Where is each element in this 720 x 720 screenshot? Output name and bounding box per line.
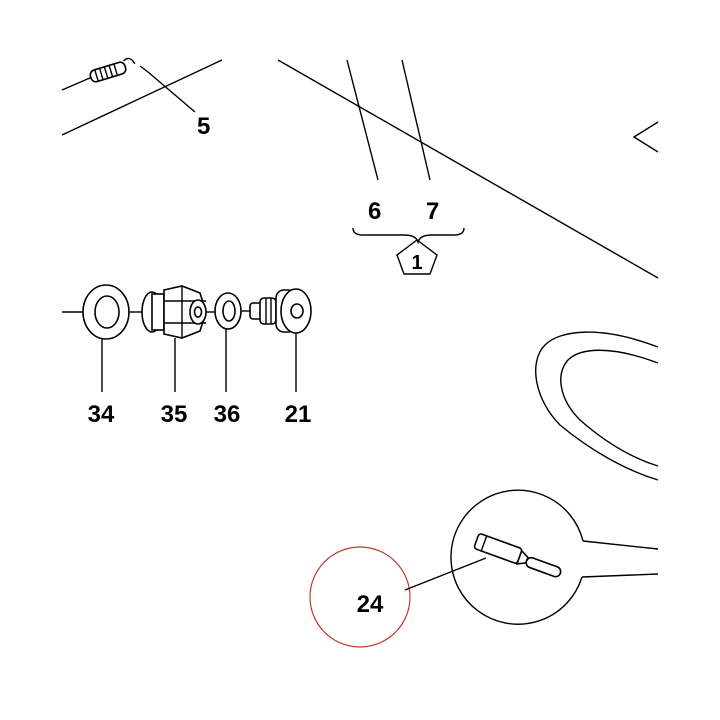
leaders-6-7 [346, 59, 431, 181]
detail-view [450, 489, 659, 625]
callout-6: 6 [368, 198, 381, 225]
callout-34: 34 [88, 401, 115, 428]
assembly-row [62, 284, 312, 392]
callout-21: 21 [285, 401, 312, 428]
part-24-connector [473, 533, 562, 578]
pentagon-symbol [396, 239, 438, 275]
highlight-circle-24 [309, 546, 411, 648]
part-35-fitting [141, 285, 217, 339]
callout-5: 5 [197, 113, 210, 140]
frame-lines [61, 59, 659, 279]
part-34-washer [82, 284, 145, 340]
leader-24 [404, 557, 487, 591]
callout-1: 1 [411, 252, 422, 274]
callout-7: 7 [426, 198, 439, 225]
callout-24: 24 [357, 591, 384, 618]
hose-outline [535, 331, 659, 481]
callout-36: 36 [214, 401, 241, 428]
part-5-screw [89, 57, 196, 113]
part-36-oring [214, 292, 252, 330]
part-21-bolt [249, 288, 312, 334]
group-bracket [352, 227, 465, 245]
callout-35: 35 [161, 401, 188, 428]
